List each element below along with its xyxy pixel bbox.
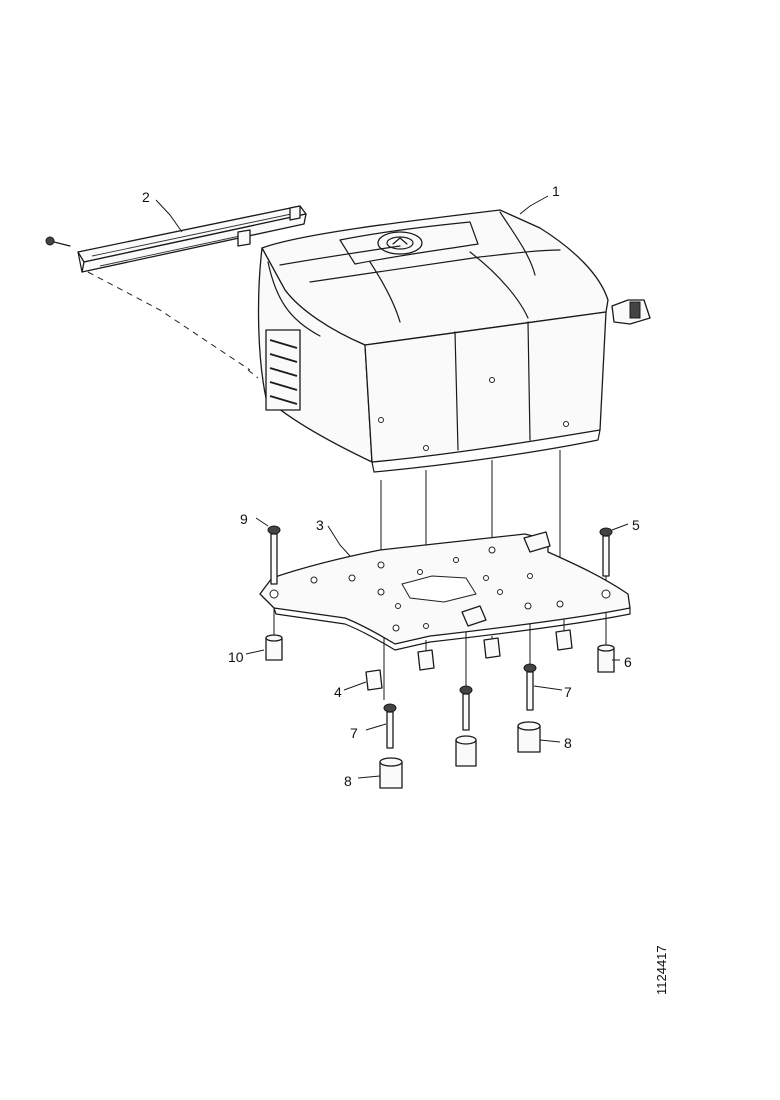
part-4-nuts: [365, 629, 573, 691]
callout-leaders: [155, 195, 629, 779]
part-10-spacer: [265, 634, 283, 661]
callout-8-left: 8: [344, 773, 352, 789]
callout-9: 9: [240, 511, 248, 527]
part-7-bolts: [383, 663, 537, 749]
callout-2: 2: [142, 189, 150, 205]
callout-labels: 1 2 3 4 5 6 7 7 8 8 9 10: [142, 183, 640, 789]
part-2-rail: [45, 205, 307, 273]
part-3-base-plate: [259, 531, 631, 651]
callout-7-left: 7: [350, 725, 358, 741]
callout-4: 4: [334, 684, 342, 700]
callout-3: 3: [316, 517, 324, 533]
callout-6: 6: [624, 654, 632, 670]
part-1-housing: [257, 209, 651, 473]
callout-8-right: 8: [564, 735, 572, 751]
drawing-reference-number: 1124417: [654, 945, 669, 995]
part-6-spacer: [597, 644, 615, 673]
callout-10: 10: [228, 649, 244, 665]
part-5-bolt: [599, 527, 613, 577]
callout-1: 1: [552, 183, 560, 199]
electrical-connector: [611, 299, 651, 325]
part-8-sleeves: [379, 721, 541, 789]
part-9-bolt: [267, 525, 281, 585]
vent-grille: [265, 329, 301, 411]
callout-7-right: 7: [564, 684, 572, 700]
callout-5: 5: [632, 517, 640, 533]
